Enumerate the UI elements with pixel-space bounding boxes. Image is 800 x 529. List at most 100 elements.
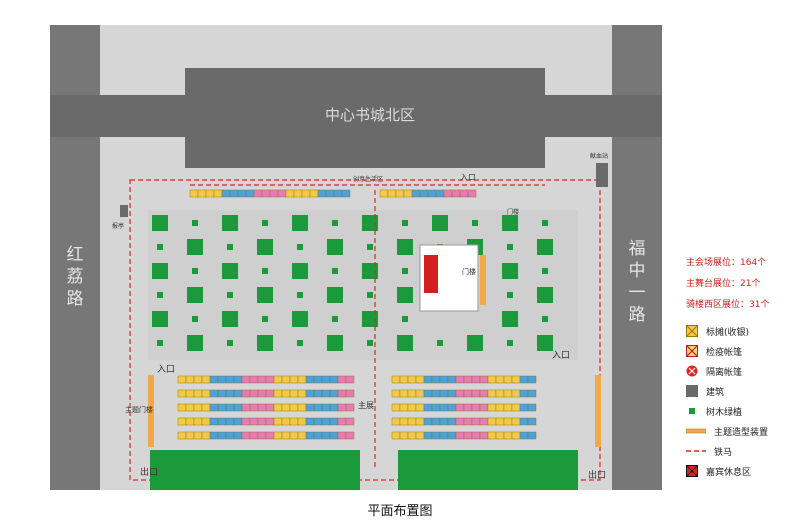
tree-block — [327, 239, 343, 255]
booth — [511, 431, 521, 440]
tree-block — [292, 263, 308, 279]
map-caption: 平面布置图 — [367, 504, 433, 519]
booth — [333, 189, 343, 198]
zone-label-main-exhibit: 主展 — [358, 400, 374, 410]
booth — [403, 189, 413, 198]
booth — [345, 431, 355, 440]
booth — [265, 417, 275, 426]
booth — [391, 417, 401, 426]
tree-block — [542, 220, 548, 226]
booth — [273, 417, 283, 426]
booth — [519, 403, 529, 412]
booth — [329, 431, 339, 440]
exit-label-east: 出口 — [588, 469, 606, 481]
theme-installation-right — [595, 375, 601, 447]
exit-label-west: 出口 — [140, 466, 158, 478]
booth — [253, 189, 263, 198]
tree-block — [262, 316, 268, 322]
booth — [479, 431, 489, 440]
tree-block — [502, 215, 518, 231]
booth — [399, 403, 409, 412]
booth — [527, 389, 537, 398]
booth — [305, 389, 315, 398]
booth — [435, 189, 445, 198]
tree-block — [507, 292, 513, 298]
booth — [519, 389, 529, 398]
booth — [265, 403, 275, 412]
booth — [495, 403, 505, 412]
booth — [289, 431, 299, 440]
booth — [415, 375, 425, 384]
booth — [201, 431, 211, 440]
booth — [209, 375, 219, 384]
gate-small-label: 门楼 — [507, 208, 519, 216]
entrance-label-east: 入口 — [552, 350, 570, 361]
booth — [177, 431, 187, 440]
tree-block — [152, 215, 168, 231]
booth — [197, 189, 207, 198]
booth — [407, 403, 417, 412]
tree-block — [152, 263, 168, 279]
booth — [241, 375, 251, 384]
booth — [285, 189, 295, 198]
legend-label: 隔离帐篷 — [706, 367, 743, 378]
booth — [281, 431, 291, 440]
booth — [233, 417, 243, 426]
tree-block — [467, 335, 483, 351]
booth — [511, 403, 521, 412]
booth — [201, 403, 211, 412]
tree-block — [537, 239, 553, 255]
booth — [415, 403, 425, 412]
booth — [289, 403, 299, 412]
booth — [447, 375, 457, 384]
tree-block — [187, 287, 203, 303]
booth — [399, 417, 409, 426]
tree-block — [292, 215, 308, 231]
tree-block — [257, 335, 273, 351]
booth — [345, 403, 355, 412]
booth — [241, 417, 251, 426]
booth — [399, 389, 409, 398]
road-label-char: 中 — [629, 261, 646, 281]
booth — [321, 403, 331, 412]
booth — [329, 375, 339, 384]
building-icon — [686, 385, 698, 397]
tree-block — [192, 316, 198, 322]
booth — [225, 403, 235, 412]
booth — [511, 375, 521, 384]
booth — [257, 417, 267, 426]
road-label-char: 路 — [67, 289, 84, 309]
booth — [321, 375, 331, 384]
booth — [193, 403, 203, 412]
booth — [289, 375, 299, 384]
legend-item-theme-installation: 主题造型装置 — [686, 421, 798, 441]
booth — [391, 403, 401, 412]
booth — [217, 375, 227, 384]
booth — [503, 417, 513, 426]
booth — [325, 189, 335, 198]
theme-gate-label: 主题门楼 — [125, 405, 153, 414]
booth — [467, 189, 477, 198]
booth — [423, 431, 433, 440]
booth — [225, 431, 235, 440]
booth — [427, 189, 437, 198]
zone-label-creative: 创意生活区 — [353, 175, 383, 183]
tree-block — [187, 335, 203, 351]
booth — [245, 189, 255, 198]
booth — [297, 403, 307, 412]
road-label-char: 路 — [629, 305, 646, 325]
tree-block — [362, 311, 378, 327]
booth — [297, 389, 307, 398]
booth — [447, 431, 457, 440]
booth — [519, 417, 529, 426]
tree-block — [222, 215, 238, 231]
booth — [305, 403, 315, 412]
booth — [233, 389, 243, 398]
booth — [297, 417, 307, 426]
road-label-char: 红 — [67, 245, 84, 265]
legend-label: 树木绿植 — [706, 407, 743, 418]
booth — [273, 403, 283, 412]
tree-block — [157, 292, 163, 298]
tree-block — [402, 220, 408, 226]
tree-block — [542, 316, 548, 322]
